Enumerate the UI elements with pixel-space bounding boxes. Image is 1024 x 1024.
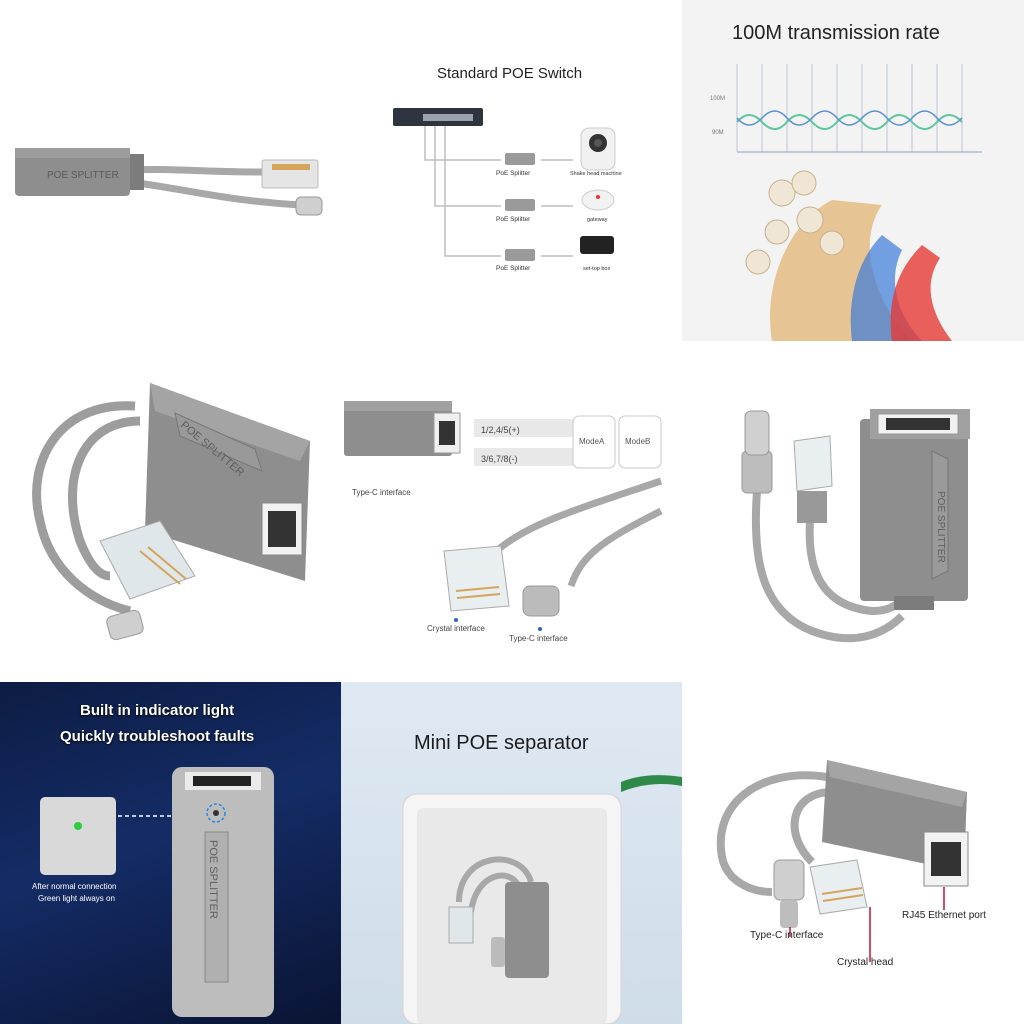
axis-label-100m: 100M	[710, 96, 726, 102]
mini-separator-title: Mini POE separator	[414, 732, 589, 754]
indicator-headline-1: Built in indicator light	[80, 702, 235, 719]
labeled-ports-illustration	[716, 760, 969, 962]
indicator-headline-2: Quickly troubleshoot faults	[60, 728, 255, 745]
splitter-illustration: POE SPLITTER	[15, 148, 323, 216]
typec-interface-label-bottom: Type-C interface	[509, 634, 568, 643]
topology-title: Standard POE Switch	[437, 65, 583, 82]
rj45-port-label: RJ45 Ethernet port	[902, 910, 986, 921]
splitter-text: POE SPLITTER	[935, 491, 946, 563]
crystal-head-label: Crystal head	[837, 957, 894, 968]
device-label-camera: Shake head machine	[570, 171, 622, 177]
panel-splitter-vertical: POE SPLITTER	[682, 341, 1024, 682]
axis-label-90m: 90M	[712, 130, 724, 136]
mode-a-label: ModeA	[579, 437, 605, 446]
rate-title: 100M transmission rate	[732, 22, 940, 44]
pin-row-negative: 3/6,7/8(-)	[481, 454, 518, 464]
typec-interface-label-top: Type-C interface	[352, 488, 411, 497]
device-label-settop: set-top box	[583, 266, 611, 272]
led-indicator	[74, 822, 82, 830]
pinout-illustration	[344, 401, 663, 631]
indicator-illustration: POE SPLITTER	[40, 767, 274, 1017]
splitter-text: POE SPLITTER	[207, 840, 219, 919]
svg-text:POE SPLITTER: POE SPLITTER	[47, 170, 119, 181]
panel-splitter-angled: POE SPLITTER	[0, 341, 341, 682]
splitter-label-3: PoE Splitter	[496, 265, 531, 272]
panel-labeled-ports: Type-C interface Crystal head RJ45 Ether…	[682, 682, 1024, 1024]
junction-box-illustration	[402, 775, 682, 1024]
typec-interface-label: Type-C interface	[750, 930, 824, 941]
panel-splitter-side-view: POE SPLITTER	[0, 0, 341, 341]
panel-transmission-rate: 100M transmission rate 100M 90M	[682, 0, 1024, 341]
crystal-interface-label: Crystal interface	[427, 624, 485, 633]
panel-indicator-light: Built in indicator light Quickly trouble…	[0, 682, 341, 1024]
panel-mini-separator: Mini POE separator	[341, 682, 682, 1024]
splitter-angled-illustration: POE SPLITTER	[32, 383, 310, 641]
splitter-vertical-illustration: POE SPLITTER	[741, 409, 970, 643]
indicator-caption-1: After normal connection	[32, 882, 117, 891]
panel-pinout-diagram: 1/2,4/5(+) 3/6,7/8(-) ModeA ModeB Type-C…	[341, 341, 682, 682]
splitter-label-2: PoE Splitter	[496, 216, 531, 223]
mode-b-label: ModeB	[625, 437, 651, 446]
rate-wave-graphic	[736, 64, 982, 341]
device-label-gateway: gateway	[587, 217, 608, 223]
panel-poe-switch-topology: Standard POE Switch PoE Splitter PoE	[341, 0, 682, 341]
topology-diagram	[393, 108, 616, 261]
splitter-label-1: PoE Splitter	[496, 170, 531, 177]
pin-row-positive: 1/2,4/5(+)	[481, 425, 520, 435]
indicator-caption-2: Green light always on	[38, 894, 115, 903]
